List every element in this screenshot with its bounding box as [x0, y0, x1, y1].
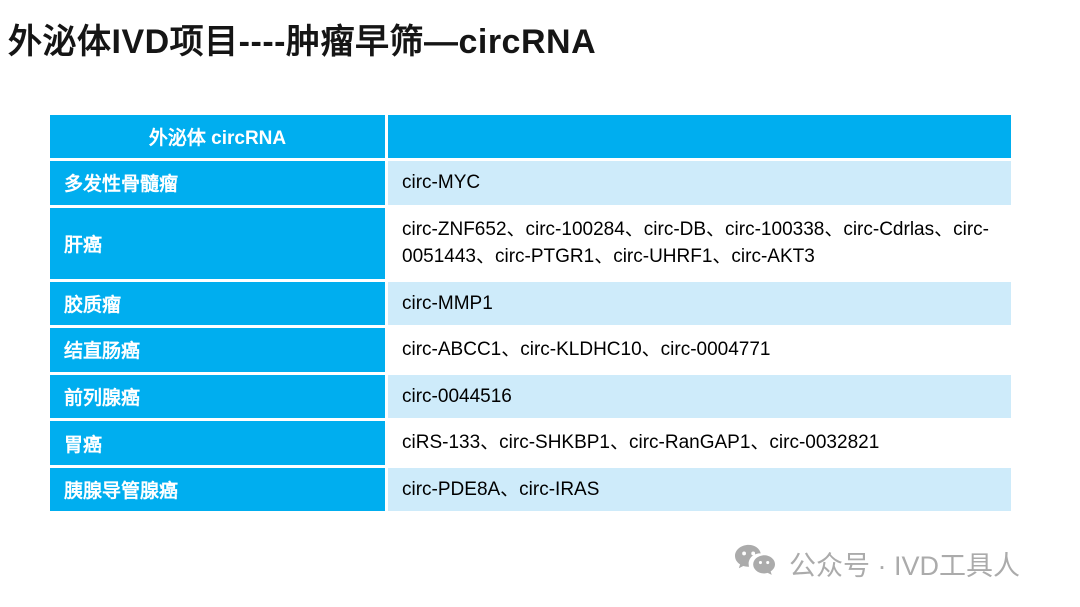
circrna-list-cell: circ-0044516	[388, 374, 1011, 419]
circrna-table: 外泌体 circRNA 多发性骨髓瘤 circ-MYC 肝癌 circ-ZNF6…	[50, 115, 1011, 512]
table-row: 前列腺癌 circ-0044516	[50, 374, 1011, 419]
table-row: 肝癌 circ-ZNF652、circ-100284、circ-DB、circ-…	[50, 207, 1011, 279]
circrna-list-cell: circ-MMP1	[388, 281, 1011, 326]
cancer-type-cell: 胰腺导管腺癌	[50, 467, 385, 512]
page-title: 外泌体IVD项目----肿瘤早筛—circRNA	[8, 23, 597, 61]
watermark: 公众号 · IVD工具人	[733, 543, 1020, 583]
table-row: 多发性骨髓瘤 circ-MYC	[50, 161, 1011, 205]
cancer-type-cell: 前列腺癌	[50, 374, 385, 419]
circrna-list-cell: circ-ZNF652、circ-100284、circ-DB、circ-100…	[388, 207, 1011, 279]
table-header-cell: 外泌体 circRNA	[50, 115, 385, 158]
table-header-row: 外泌体 circRNA	[50, 115, 1011, 158]
table-header-cell-empty	[388, 115, 1011, 158]
cancer-type-cell: 胶质瘤	[50, 281, 385, 326]
wechat-icon	[733, 543, 777, 583]
cancer-type-cell: 多发性骨髓瘤	[50, 161, 385, 205]
cancer-type-cell: 肝癌	[50, 207, 385, 279]
table-row: 胃癌 ciRS-133、circ-SHKBP1、circ-RanGAP1、cir…	[50, 421, 1011, 465]
table-row: 胰腺导管腺癌 circ-PDE8A、circ-IRAS	[50, 467, 1011, 512]
watermark-text: 公众号 · IVD工具人	[789, 550, 1021, 581]
circrna-list-cell: circ-PDE8A、circ-IRAS	[388, 467, 1011, 512]
table-row: 胶质瘤 circ-MMP1	[50, 281, 1011, 326]
circrna-list-cell: ciRS-133、circ-SHKBP1、circ-RanGAP1、circ-0…	[388, 421, 1011, 465]
cancer-type-cell: 结直肠癌	[50, 328, 385, 372]
circrna-list-cell: circ-MYC	[388, 161, 1011, 205]
cancer-type-cell: 胃癌	[50, 421, 385, 465]
circrna-list-cell: circ-ABCC1、circ-KLDHC10、circ-0004771	[388, 328, 1011, 372]
table-row: 结直肠癌 circ-ABCC1、circ-KLDHC10、circ-000477…	[50, 328, 1011, 372]
